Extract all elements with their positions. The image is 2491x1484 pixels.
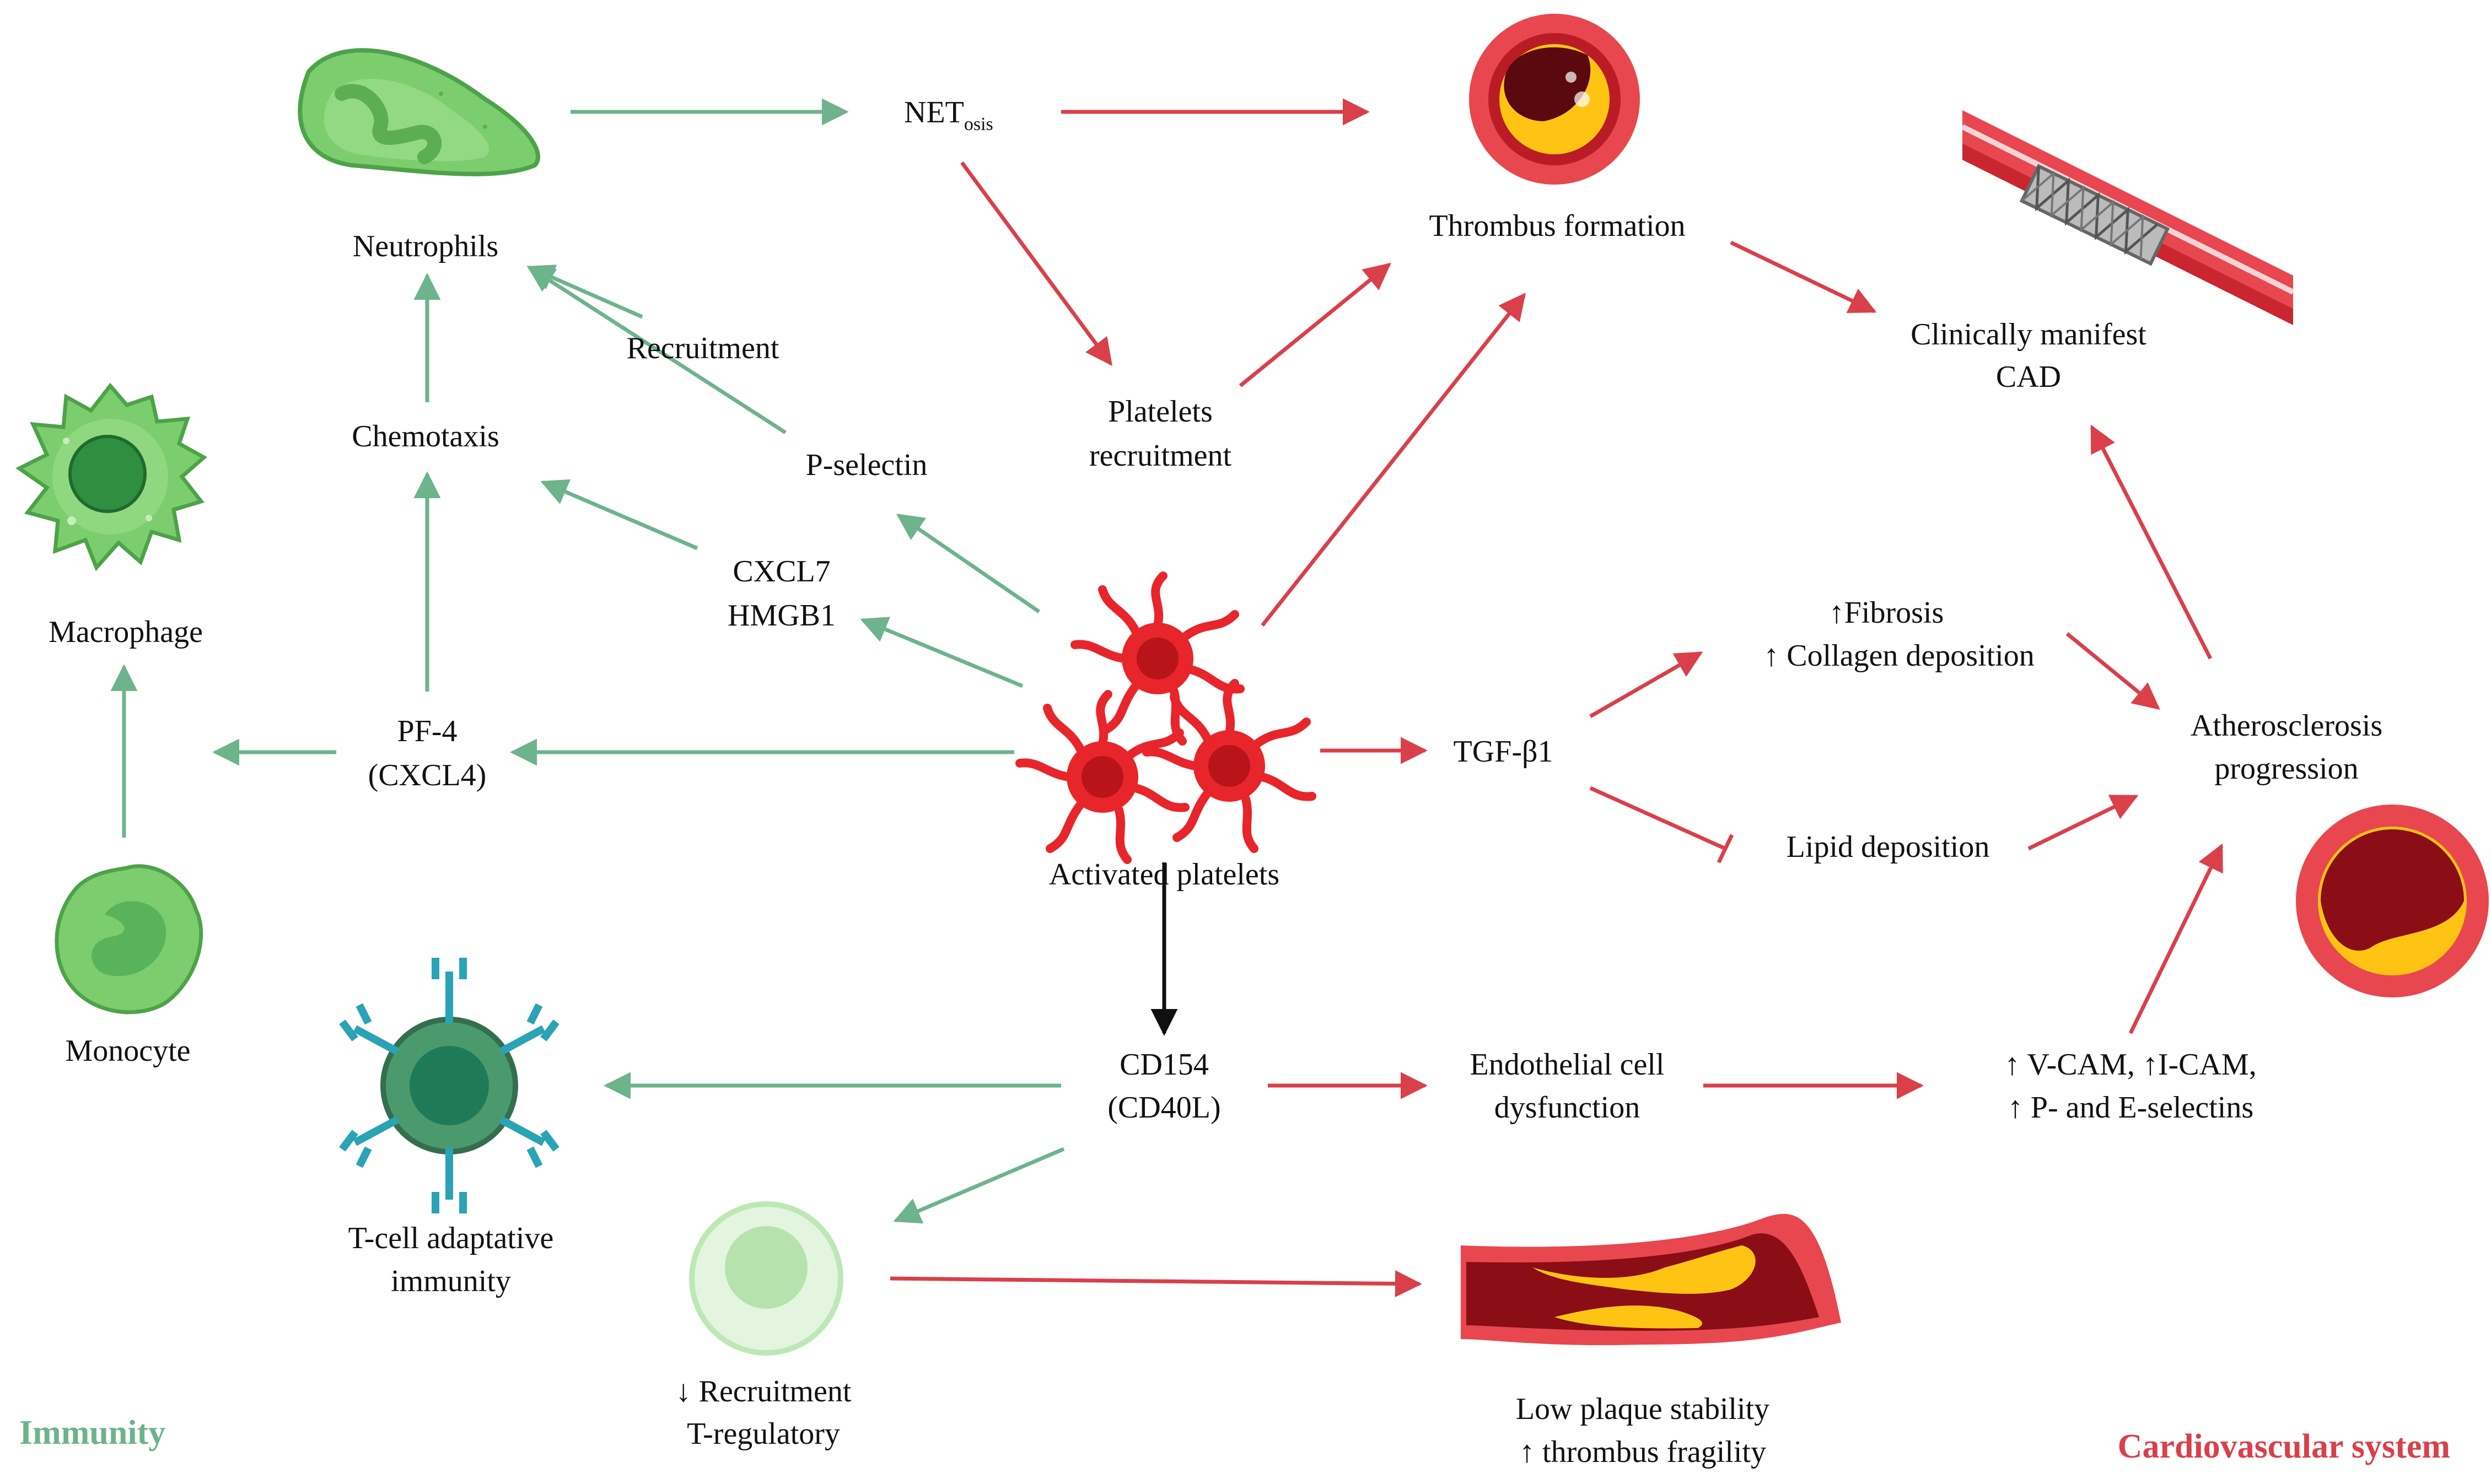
arrow-vcam-to-athero bbox=[2128, 843, 2224, 1034]
thrombus-vessel-icon bbox=[1469, 14, 1640, 185]
arrow-thrombus-to-cad bbox=[1730, 240, 1877, 314]
inhibition-tgf-to-lipid bbox=[1589, 786, 1734, 864]
platelets-recruitment-label-2: recruitment bbox=[1089, 439, 1232, 473]
platelets-recruitment-label-1: Platelets bbox=[1108, 395, 1213, 429]
activated-platelets-label: Activated platelets bbox=[1049, 857, 1279, 892]
treg-label-2: T-regulatory bbox=[687, 1417, 840, 1451]
arrow-recruitment-to-neutrophils bbox=[526, 265, 643, 319]
arrow-platelets-recruitment-to-thrombus bbox=[1239, 262, 1391, 387]
monocyte-label: Monocyte bbox=[65, 1034, 190, 1068]
hmgb1-label: HMGB1 bbox=[728, 598, 836, 633]
arrow-pselectin-to-recruitment bbox=[526, 266, 787, 434]
arrow-platelets-to-cxcl7 bbox=[860, 617, 1024, 688]
p-selectin-label: P-selectin bbox=[806, 448, 928, 482]
arrow-lipid-to-athero bbox=[2027, 794, 2139, 851]
arrow-netosis-to-platelets-recruitment bbox=[960, 161, 1112, 366]
tcell-label-1: T-cell adaptative bbox=[348, 1221, 554, 1255]
cardiovascular-section-label: Cardiovascular system bbox=[2118, 1428, 2450, 1465]
atherosclerosis-label-2: progression bbox=[2214, 752, 2358, 786]
arrow-tgf-to-fibrosis bbox=[1589, 651, 1703, 719]
arrow-platelets-to-pselectin bbox=[896, 514, 1040, 613]
cxcl4-label: (CXCL4) bbox=[368, 758, 487, 792]
monocyte-icon bbox=[55, 864, 203, 1014]
treg-label-1: ↓ Recruitment bbox=[676, 1374, 852, 1409]
arrow-athero-to-cad bbox=[2090, 424, 2213, 660]
chemotaxis-label: Chemotaxis bbox=[352, 419, 499, 454]
arrow-cxcl7-to-chemotaxis bbox=[540, 479, 698, 551]
lipid-deposition-label: Lipid deposition bbox=[1787, 830, 1990, 864]
endothelial-label-2: dysfunction bbox=[1494, 1091, 1640, 1125]
pf4-label: PF-4 bbox=[397, 714, 458, 748]
immunity-section-label: Immunity bbox=[19, 1414, 165, 1451]
atherosclerosis-label-1: Atherosclerosis bbox=[2191, 709, 2382, 743]
cd40l-label: (CD40L) bbox=[1107, 1091, 1220, 1125]
collagen-label: ↑ Collagen deposition bbox=[1763, 639, 2035, 673]
cd154-label: CD154 bbox=[1120, 1048, 1209, 1082]
clinically-manifest-label-1: Clinically manifest bbox=[1911, 317, 2146, 352]
tgf-label: TGF-β1 bbox=[1454, 735, 1553, 769]
tcell-label-2: immunity bbox=[391, 1264, 511, 1298]
vcam-label-1: ↑ V-CAM, ↑I-CAM, bbox=[2004, 1048, 2256, 1082]
arrow-platelets-to-thrombus bbox=[1261, 293, 1526, 627]
thrombus-formation-label: Thrombus formation bbox=[1429, 209, 1685, 243]
netosis-label: NETosis bbox=[904, 95, 993, 134]
arrow-treg-to-plaque bbox=[890, 1270, 1422, 1298]
t-cell-icon bbox=[339, 958, 559, 1213]
vcam-label-2: ↑ P- and E-selectins bbox=[2008, 1091, 2253, 1125]
neutrophils-label: Neutrophils bbox=[353, 229, 498, 263]
atherosclerotic-vessel-icon bbox=[2296, 805, 2489, 997]
macrophage-label: Macrophage bbox=[49, 615, 203, 649]
endothelial-label-1: Endothelial cell bbox=[1470, 1048, 1665, 1082]
macrophage-icon bbox=[15, 382, 208, 571]
fibrosis-label: ↑Fibrosis bbox=[1829, 596, 1944, 630]
clinically-manifest-label-2: CAD bbox=[1996, 360, 2061, 394]
plaque-stability-label-1: Low plaque stability bbox=[1516, 1392, 1769, 1426]
ruptured-plaque-vessel-icon bbox=[1461, 1213, 1841, 1346]
stent-vessel-icon bbox=[1961, 110, 2295, 325]
recruitment-label: Recruitment bbox=[627, 331, 779, 365]
t-regulatory-cell-icon bbox=[689, 1201, 843, 1356]
activated-platelet-icon bbox=[1015, 571, 1316, 864]
arrow-fibrosis-to-athero bbox=[2065, 632, 2160, 710]
arrow-cd154-to-treg bbox=[893, 1147, 1065, 1224]
cxcl7-label: CXCL7 bbox=[733, 554, 830, 589]
plaque-stability-label-2: ↑ thrombus fragility bbox=[1519, 1435, 1766, 1469]
neutrophil-icon bbox=[298, 48, 540, 176]
